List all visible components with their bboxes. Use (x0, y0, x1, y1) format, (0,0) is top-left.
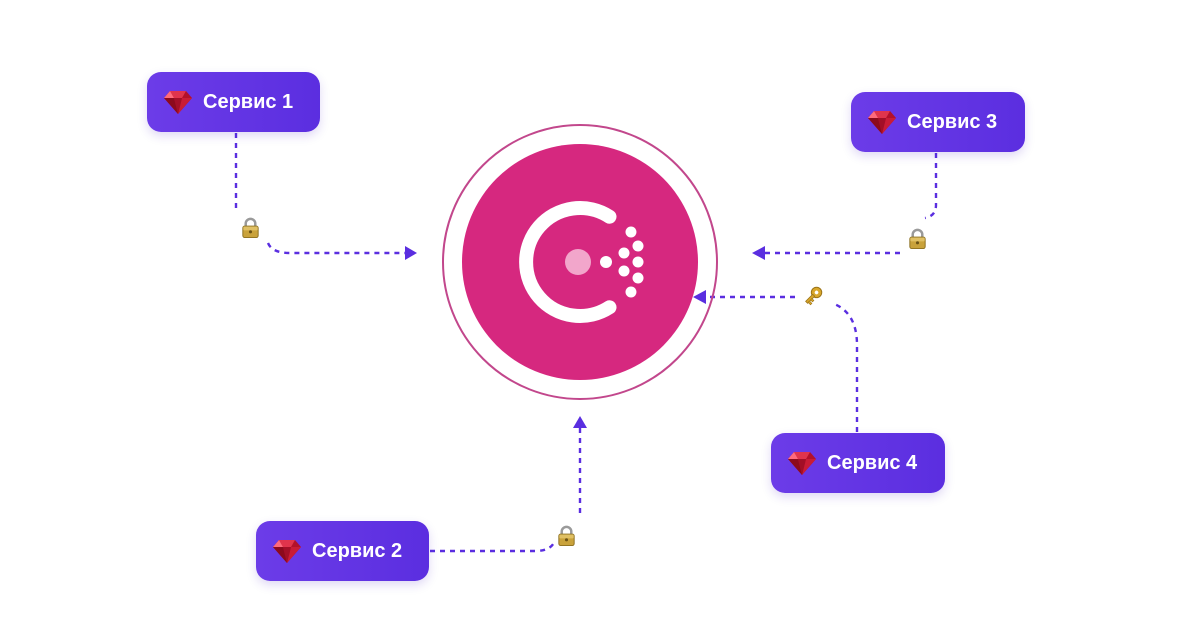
service-1-label: Сервис 1 (203, 90, 294, 113)
service-3-box: Сервис 3 (851, 92, 1025, 152)
ruby-gem-icon (787, 448, 817, 478)
service-4-label: Сервис 4 (827, 451, 918, 474)
connector-service-4 (693, 286, 859, 432)
ruby-gem-icon (163, 87, 193, 117)
service-4-box: Сервис 4 (771, 433, 945, 493)
arrowhead-service-4 (693, 290, 706, 304)
arrowhead-service-1 (405, 246, 417, 260)
ruby-gem-icon (272, 536, 302, 566)
connector-service-3 (752, 153, 938, 260)
ruby-gem-icon (867, 107, 897, 137)
connector-service-2 (430, 416, 587, 553)
service-3-label: Сервис 3 (907, 110, 998, 133)
padlock-icon (908, 228, 927, 250)
consul-logo-icon (519, 201, 644, 323)
arrowhead-service-3 (752, 246, 765, 260)
key-icon (805, 286, 823, 306)
service-2-label: Сервис 2 (312, 539, 403, 562)
padlock-icon (557, 525, 576, 547)
arrowhead-service-2 (573, 416, 587, 428)
hub-outer-ring (442, 124, 718, 400)
service-2-box: Сервис 2 (256, 521, 429, 581)
service-1-box: Сервис 1 (147, 72, 320, 132)
consul-hub (442, 124, 718, 400)
padlock-icon (241, 217, 260, 239)
connector-service-1 (234, 133, 417, 260)
